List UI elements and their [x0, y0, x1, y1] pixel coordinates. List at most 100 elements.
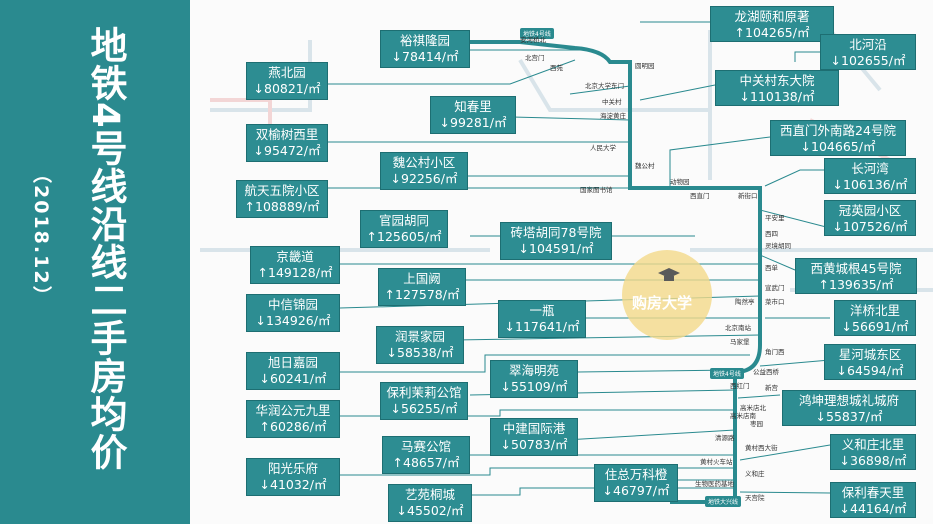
station-label: 国家图书馆	[580, 186, 613, 194]
community-name: 洋桥北里	[849, 303, 900, 318]
average-price: ↓45502/㎡	[396, 503, 464, 518]
station-label: 高米店南	[730, 412, 756, 420]
station-label: 马家堡	[730, 338, 750, 346]
date-label: （2018.12）	[30, 164, 52, 307]
average-price: ↓95472/㎡	[253, 143, 321, 158]
community-name: 西黄城根45号院	[810, 261, 902, 276]
daxing-line-tag: 地铁大兴线	[705, 496, 742, 507]
community-name: 艺苑桐城	[404, 487, 455, 502]
station-label: 黄村火车站	[700, 458, 733, 466]
community-name: 鸿坤理想城礼城府	[798, 393, 899, 408]
station-label: 北宫门	[525, 54, 545, 62]
community-name: 上国阙	[403, 271, 441, 286]
community-name: 中信锦园	[267, 297, 318, 312]
community-name: 长河湾	[851, 161, 889, 176]
average-price: ↓50783/㎡	[500, 437, 568, 452]
price-card: 魏公村小区↓92256/㎡	[380, 152, 468, 190]
station-label: 义和庄	[745, 470, 765, 478]
community-name: 西直门外南路24号院	[780, 123, 896, 138]
community-name: 保利茉莉公馆	[386, 385, 462, 400]
price-card: 艺苑桐城↓45502/㎡	[388, 484, 472, 522]
station-label: 菜市口	[765, 298, 785, 306]
station-label: 高米店北	[740, 404, 766, 412]
community-name: 旭日嘉园	[267, 355, 318, 370]
average-price: ↓104591/㎡	[518, 241, 594, 256]
average-price: ↓36898/㎡	[839, 453, 907, 468]
community-name: 一瓶	[529, 303, 555, 318]
price-card: 裕祺隆园↓78414/㎡	[380, 30, 470, 68]
station-label: 黄村西大街	[745, 444, 778, 452]
average-price: ↓78414/㎡	[391, 49, 459, 64]
average-price: ↑104265/㎡	[734, 25, 810, 40]
average-price: ↓104665/㎡	[800, 139, 876, 154]
price-card: 义和庄北里↓36898/㎡	[830, 434, 916, 470]
average-price: ↓117641/㎡	[504, 319, 580, 334]
average-price: ↓58538/㎡	[386, 345, 454, 360]
subway-map: 购房大学 地铁4号线 地铁4号线 地铁大兴线 安河桥北北宫门西苑圆明园北京大学东…	[190, 0, 933, 524]
community-name: 航天五院小区	[244, 183, 320, 198]
community-name: 魏公村小区	[392, 155, 456, 170]
station-label: 西红门	[730, 382, 750, 390]
community-name: 润景家园	[394, 329, 445, 344]
average-price: ↓41032/㎡	[259, 477, 327, 492]
community-name: 马赛公馆	[400, 439, 451, 454]
station-label: 西单	[765, 264, 778, 272]
station-label: 新宫	[765, 384, 778, 392]
page-title: 地铁4号线沿线二手房均价	[84, 26, 127, 471]
price-card: 保利春天里↓44164/㎡	[830, 482, 916, 518]
price-card: 西黄城根45号院↑139635/㎡	[795, 258, 917, 294]
average-price: ↓106136/㎡	[832, 177, 908, 192]
community-name: 京畿道	[276, 249, 314, 264]
price-card: 一瓶↓117641/㎡	[498, 300, 586, 338]
price-card: 中建国际港↓50783/㎡	[490, 418, 578, 456]
price-card: 阳光乐府↓41032/㎡	[246, 458, 340, 496]
price-card: 燕北园↓80821/㎡	[246, 62, 328, 100]
average-price: ↓80821/㎡	[253, 81, 321, 96]
average-price: ↓99281/㎡	[439, 115, 507, 130]
station-label: 公益西桥	[753, 368, 779, 376]
average-price: ↑125605/㎡	[366, 229, 442, 244]
station-label: 天宫院	[745, 494, 765, 502]
average-price: ↑127578/㎡	[384, 287, 460, 302]
price-card: 中关村东大院↓110138/㎡	[715, 70, 839, 106]
average-price: ↓102655/㎡	[830, 53, 906, 68]
community-name: 冠英园小区	[838, 203, 902, 218]
community-name: 北河沿	[849, 37, 887, 52]
price-card: 住总万科橙↓46797/㎡	[594, 464, 678, 502]
average-price: ↓60241/㎡	[259, 371, 327, 386]
price-card: 龙湖颐和原著↑104265/㎡	[710, 6, 834, 42]
price-card: 洋桥北里↓56691/㎡	[834, 300, 916, 336]
graduation-cap-icon	[658, 268, 680, 281]
average-price: ↓107526/㎡	[832, 219, 908, 234]
station-label: 新街口	[738, 192, 758, 200]
station-label: 灵境胡同	[765, 242, 791, 250]
community-name: 星河城东区	[838, 347, 902, 362]
title-sidebar: 地铁4号线沿线二手房均价 （2018.12）	[0, 0, 190, 524]
station-label: 西直门	[690, 192, 710, 200]
average-price: ↑149128/㎡	[257, 265, 333, 280]
price-card: 航天五院小区↑108889/㎡	[236, 180, 328, 218]
community-name: 华润公元九里	[255, 403, 331, 418]
watermark-badge	[622, 250, 712, 340]
price-card: 马赛公馆↑48657/㎡	[382, 436, 470, 474]
average-price: ↓55837/㎡	[815, 409, 883, 424]
average-price: ↑139635/㎡	[818, 277, 894, 292]
station-label: 清源路	[715, 434, 735, 442]
station-label: 圆明园	[635, 62, 655, 70]
community-name: 燕北园	[268, 65, 306, 80]
average-price: ↓92256/㎡	[390, 171, 458, 186]
price-card: 京畿道↑149128/㎡	[250, 246, 340, 284]
community-name: 义和庄北里	[841, 437, 905, 452]
community-name: 裕祺隆园	[399, 33, 450, 48]
watermark-text: 购房大学	[632, 294, 693, 312]
community-name: 官园胡同	[378, 213, 429, 228]
station-label: 北京大学东门	[585, 82, 624, 90]
community-name: 砖塔胡同78号院	[510, 225, 602, 240]
price-card: 星河城东区↓64594/㎡	[824, 344, 916, 380]
station-label: 海淀黄庄	[600, 112, 626, 120]
average-price: ↓44164/㎡	[839, 501, 907, 516]
price-card: 中信锦园↓134926/㎡	[246, 294, 340, 332]
station-label: 中关村	[602, 98, 622, 106]
community-name: 翠海明苑	[508, 363, 559, 378]
average-price: ↓64594/㎡	[836, 363, 904, 378]
